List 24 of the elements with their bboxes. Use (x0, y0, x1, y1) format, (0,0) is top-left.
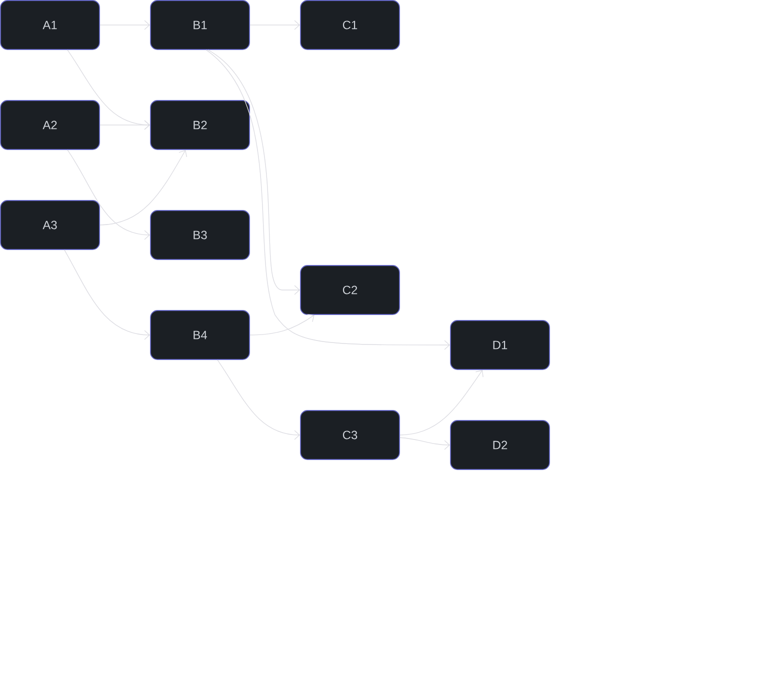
arrow (100, 20, 150, 30)
arrow (100, 120, 150, 130)
arrow (67, 150, 150, 240)
arrow (208, 50, 300, 295)
process-box: A2 (0, 100, 100, 150)
process-box: B4 (150, 310, 250, 360)
process-box: C3 (300, 410, 400, 460)
arrow (250, 20, 300, 30)
process-box: D1 (450, 320, 550, 370)
process-box: A1 (0, 0, 100, 50)
arrow (100, 150, 188, 226)
process-box: C1 (300, 0, 400, 50)
arrow (64, 250, 150, 340)
process-box: B3 (150, 210, 250, 260)
process-box: B1 (150, 0, 250, 50)
process-box: C2 (300, 265, 400, 315)
arrow (250, 314, 314, 336)
process-box: B2 (150, 100, 250, 150)
arrow (400, 370, 484, 436)
arrow (400, 437, 450, 450)
process-box: D2 (450, 420, 550, 470)
process-box: A3 (0, 200, 100, 250)
arrow (206, 50, 450, 350)
arrow (217, 360, 300, 440)
